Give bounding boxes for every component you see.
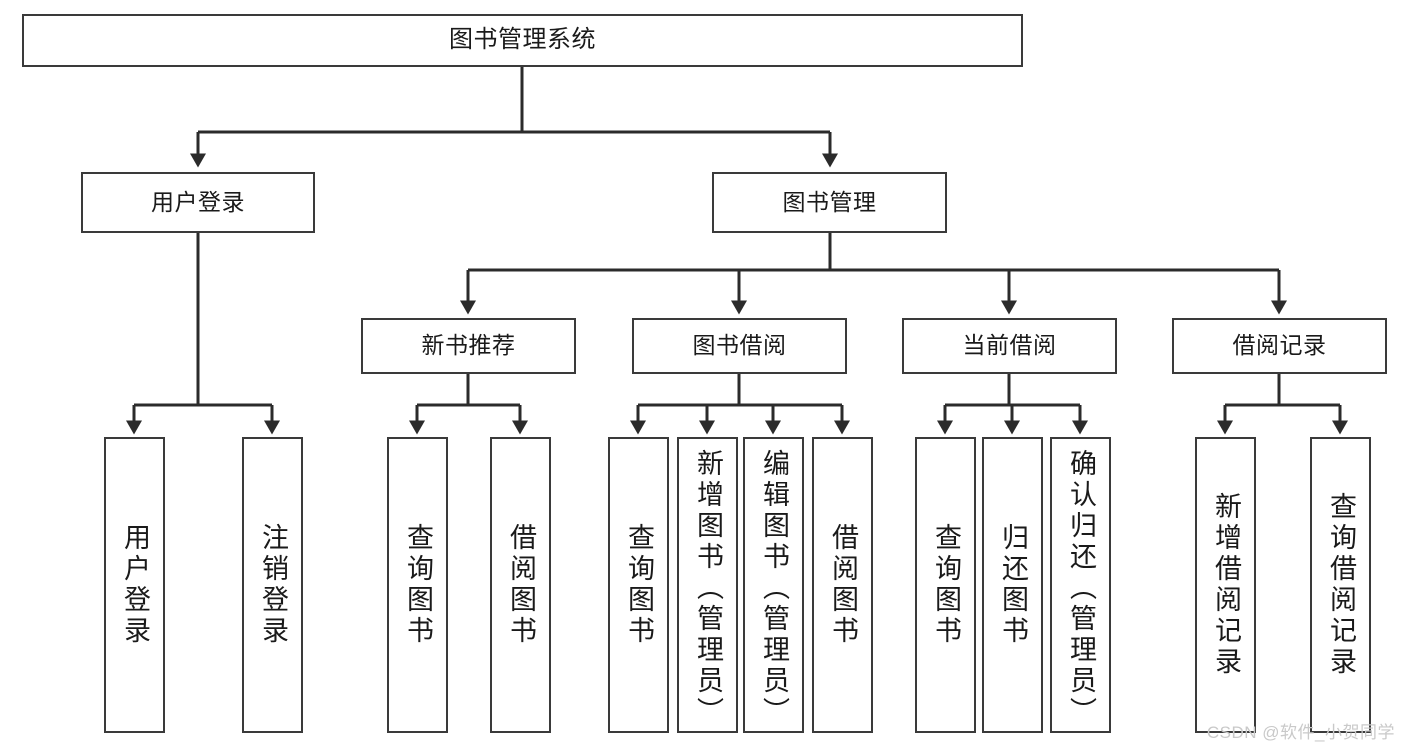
- node-root-system[interactable]: 图书管理系统: [22, 14, 1023, 67]
- node-label: 新增图书（管理员）: [693, 449, 723, 728]
- leaf-recommend-borrow-book[interactable]: 借阅图书: [490, 437, 551, 733]
- leaf-borrow-add-book-admin[interactable]: 新增图书（管理员）: [677, 437, 738, 733]
- node-label: 用户登录: [120, 523, 150, 647]
- leaf-current-return-book[interactable]: 归还图书: [982, 437, 1043, 733]
- leaf-borrow-edit-book-admin[interactable]: 编辑图书（管理员）: [743, 437, 804, 733]
- leaf-current-query-book[interactable]: 查询图书: [915, 437, 976, 733]
- node-label: 借阅图书: [506, 523, 536, 647]
- node-book-management[interactable]: 图书管理: [712, 172, 947, 233]
- node-label: 确认归还（管理员）: [1066, 449, 1096, 728]
- node-label: 新增借阅记录: [1211, 492, 1241, 678]
- leaf-record-query-record[interactable]: 查询借阅记录: [1310, 437, 1371, 733]
- node-label: 查询图书: [403, 523, 433, 647]
- node-current-borrow[interactable]: 当前借阅: [902, 318, 1117, 374]
- node-label: 借阅记录: [1232, 332, 1327, 359]
- node-user-login[interactable]: 用户登录: [81, 172, 315, 233]
- node-book-borrow[interactable]: 图书借阅: [632, 318, 847, 374]
- node-label: 查询图书: [931, 523, 961, 647]
- node-label: 查询图书: [624, 523, 654, 647]
- leaf-record-add-record[interactable]: 新增借阅记录: [1195, 437, 1256, 733]
- node-label: 图书管理: [782, 188, 877, 215]
- node-borrow-record[interactable]: 借阅记录: [1172, 318, 1387, 374]
- leaf-user-login-signin[interactable]: 用户登录: [104, 437, 165, 733]
- node-label: 借阅图书: [828, 523, 858, 647]
- leaf-recommend-query-book[interactable]: 查询图书: [387, 437, 448, 733]
- node-label: 图书借阅: [692, 332, 787, 359]
- watermark-text: CSDN @软件_小贺同学: [1206, 723, 1395, 742]
- node-label: 当前借阅: [962, 332, 1057, 359]
- node-label: 新书推荐: [421, 332, 516, 359]
- leaf-borrow-query-book[interactable]: 查询图书: [608, 437, 669, 733]
- leaf-user-login-signout[interactable]: 注销登录: [242, 437, 303, 733]
- leaf-current-confirm-return-admin[interactable]: 确认归还（管理员）: [1050, 437, 1111, 733]
- node-label: 注销登录: [258, 523, 288, 647]
- node-label: 查询借阅记录: [1326, 492, 1356, 678]
- node-label: 编辑图书（管理员）: [759, 449, 789, 728]
- node-label: 用户登录: [151, 188, 245, 215]
- leaf-borrow-borrow-book[interactable]: 借阅图书: [812, 437, 873, 733]
- node-new-book-recommend[interactable]: 新书推荐: [361, 318, 576, 374]
- node-label: 归还图书: [998, 523, 1028, 647]
- node-label: 图书管理系统: [449, 26, 596, 54]
